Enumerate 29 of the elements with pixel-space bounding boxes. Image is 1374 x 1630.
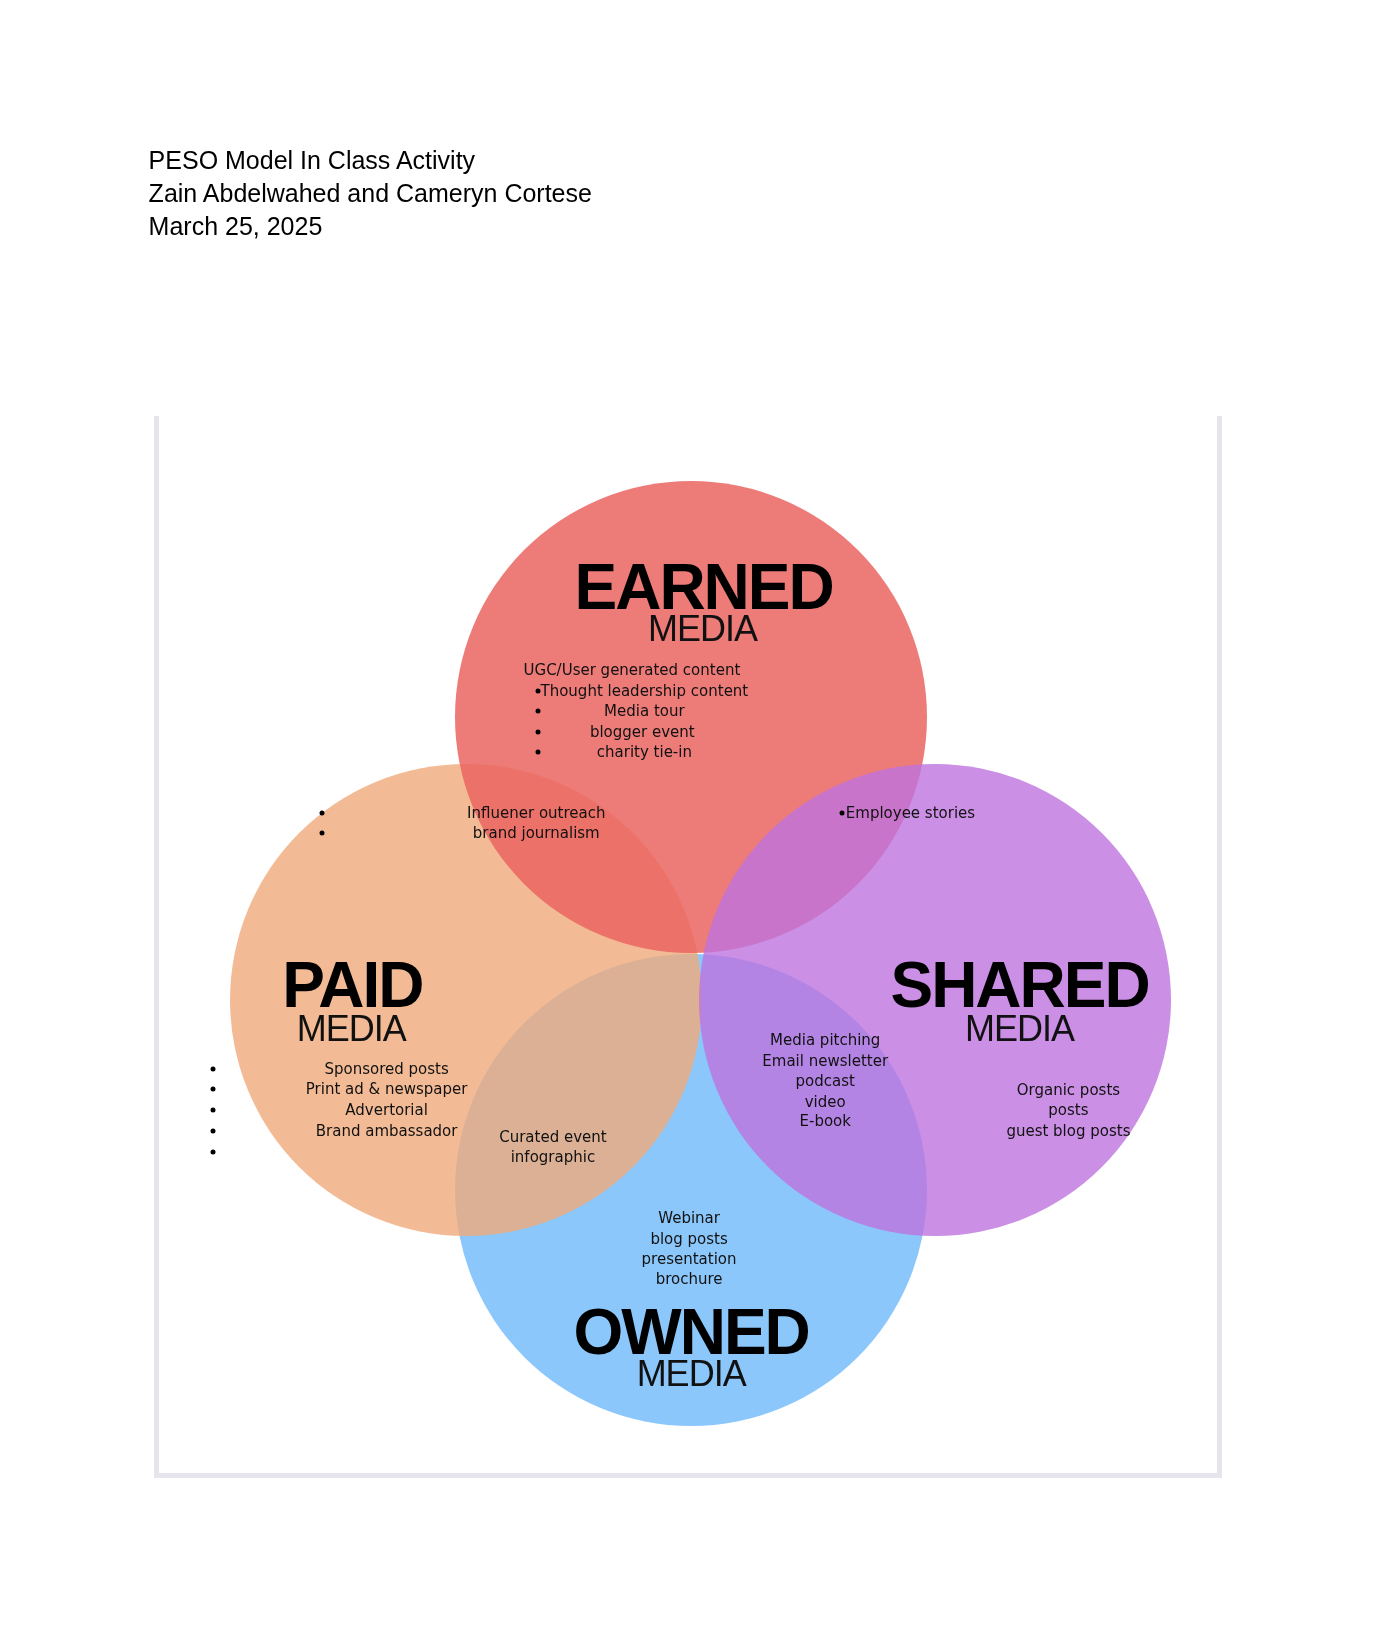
- list-item: Organic posts: [1016, 1081, 1121, 1100]
- list-item: guest blog posts: [1006, 1121, 1131, 1140]
- title: PESO Model In Class Activity: [148, 145, 476, 175]
- list-item: posts: [1048, 1101, 1089, 1119]
- list-item: Sponsored posts: [324, 1060, 449, 1079]
- subtitle: March 25, 2025: [148, 212, 323, 241]
- list-item: UGC/User generated content: [523, 661, 741, 680]
- list-item: E-book: [799, 1112, 851, 1131]
- list-item: brochure: [655, 1270, 723, 1289]
- list-item: brand journalism: [472, 823, 600, 842]
- list-item: Influener outreach: [467, 803, 606, 822]
- list-item: Email newsletter: [762, 1052, 889, 1071]
- list-item: Advertorial: [345, 1101, 428, 1119]
- list-item: blogger event: [589, 722, 695, 741]
- list-item: Curated event: [499, 1128, 607, 1147]
- list-item: blog posts: [650, 1229, 728, 1248]
- list-item: Media pitching: [770, 1031, 881, 1050]
- list-item: Webinar: [658, 1209, 720, 1228]
- list-item: Print ad & newspaper: [305, 1080, 468, 1099]
- list-item: Media tour: [604, 701, 685, 720]
- list-item: Employee stories: [845, 803, 976, 822]
- list-item: podcast: [795, 1071, 855, 1090]
- list-item: Brand ambassador: [315, 1121, 458, 1140]
- list-item: video: [804, 1092, 846, 1111]
- list-item: infographic: [510, 1147, 596, 1166]
- subtitle: Zain Abdelwahed and Cameryn Cortese: [148, 178, 592, 208]
- list-item: presentation: [641, 1249, 737, 1268]
- list-item: charity tie-in: [596, 743, 692, 762]
- list-item: Thought leadership content: [540, 682, 749, 701]
